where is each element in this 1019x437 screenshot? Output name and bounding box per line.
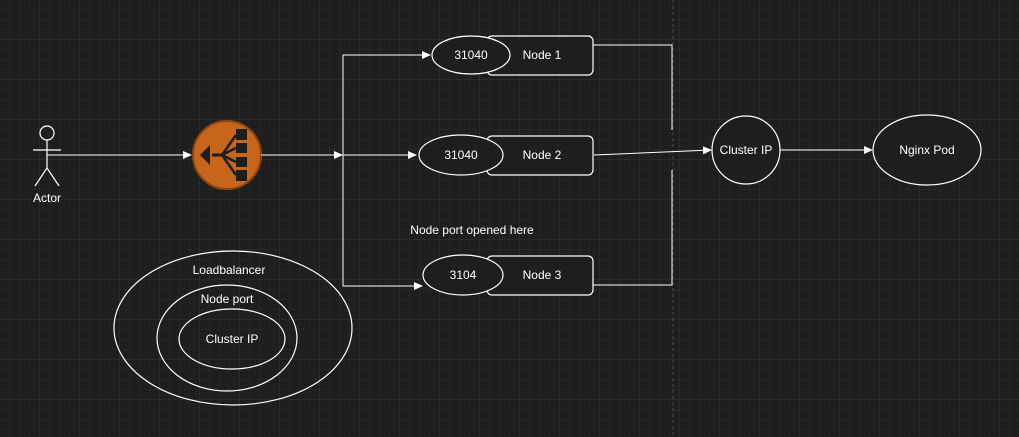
legend-outer-label: Loadbalancer xyxy=(193,263,266,277)
nginx-pod-ellipse xyxy=(872,114,982,186)
edge-branch-to-node3 xyxy=(342,155,423,290)
edge-node1-to-right xyxy=(593,44,673,130)
node-1-port-ellipse xyxy=(431,35,511,75)
node-2-port-ellipse xyxy=(418,134,504,176)
legend-middle-label: Node port xyxy=(201,292,254,306)
node-1[interactable]: 31040 Node 1 xyxy=(431,35,594,76)
node-3-port: 3104 xyxy=(450,268,477,282)
legend-inner-ellipse xyxy=(178,308,286,370)
actor-label: Actor xyxy=(33,191,61,205)
node-3-label: Node 3 xyxy=(523,268,562,282)
node-2-port: 31040 xyxy=(444,148,478,162)
edge-node3-to-right xyxy=(593,170,673,286)
node-3[interactable]: 3104 Node 3 xyxy=(422,254,594,296)
node-2[interactable]: 31040 Node 2 xyxy=(418,134,594,176)
cluster-ip[interactable]: Cluster IP xyxy=(711,115,781,185)
node-port-annotation: Node port opened here xyxy=(410,223,534,237)
legend-nested-scopes[interactable]: Loadbalancer Node port Cluster IP xyxy=(113,250,353,406)
nginx-pod-label: Nginx Pod xyxy=(899,143,954,157)
node-1-label: Node 1 xyxy=(523,48,562,62)
node-3-port-ellipse xyxy=(422,254,504,296)
actor-stick-figure-icon xyxy=(33,125,61,187)
load-balancer-icon[interactable] xyxy=(192,120,262,190)
legend-middle-ellipse xyxy=(156,284,298,392)
node-2-label: Node 2 xyxy=(523,148,562,162)
legend-inner-label: Cluster IP xyxy=(206,332,259,346)
node-1-port: 31040 xyxy=(454,48,488,62)
edge-branch-to-node1 xyxy=(342,51,431,155)
cluster-ip-label: Cluster IP xyxy=(720,143,773,157)
legend-outer-ellipse xyxy=(113,250,353,406)
nginx-pod[interactable]: Nginx Pod xyxy=(872,114,982,186)
actor[interactable]: Actor xyxy=(33,125,61,205)
edge-node2-to-cluster-ip xyxy=(593,146,712,156)
